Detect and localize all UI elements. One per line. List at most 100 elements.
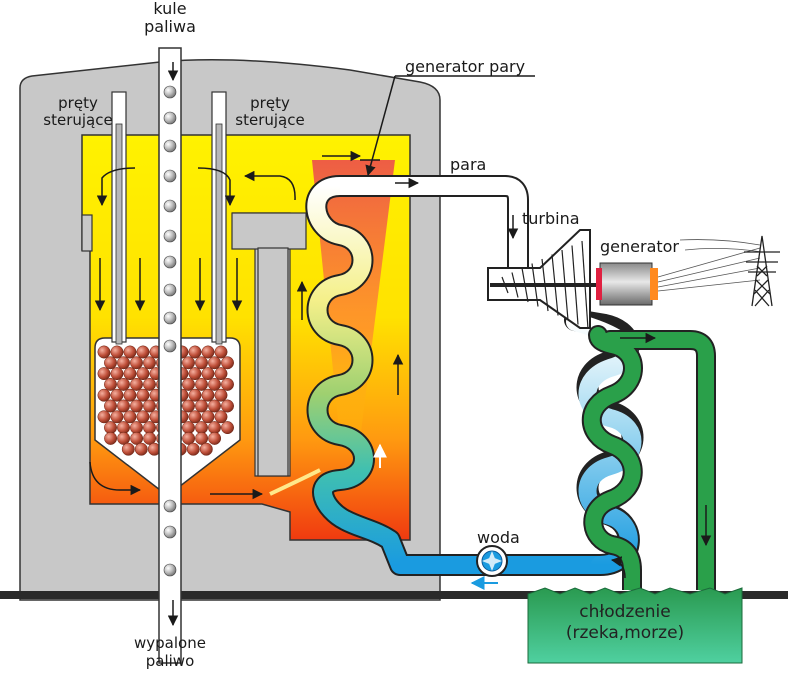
fuel-pebble (110, 345, 124, 359)
label-fuel-out-line1: wypalone (134, 634, 206, 652)
fuel-pebble (97, 388, 111, 402)
fuel-ball (163, 111, 177, 125)
fuel-pebble (208, 377, 221, 391)
fuel-pebble (110, 410, 124, 424)
fuel-pebble (136, 345, 150, 359)
fuel-pebble (143, 377, 156, 391)
fuel-pebble (130, 399, 143, 413)
fuel-pebble (117, 356, 130, 370)
fuel-pebble (121, 442, 135, 456)
fuel-pebble (201, 345, 215, 359)
fuel-pebble (123, 345, 137, 359)
fuel-pebble (134, 442, 148, 456)
fuel-pebble (117, 431, 131, 445)
fuel-pebble (123, 388, 137, 402)
label-fuel-out-line2: paliwo (146, 652, 195, 670)
fuel-pebble (208, 431, 222, 445)
fuel-pebble (201, 410, 215, 424)
fuel-pebble (201, 388, 215, 402)
fuel-pebble (117, 421, 130, 435)
fuel-ball (163, 199, 177, 213)
fuel-pebble (97, 367, 111, 381)
fuel-pebble (117, 377, 130, 391)
fuel-pebble (143, 356, 156, 370)
fuel-pipe (158, 47, 182, 664)
fuel-pebble (110, 367, 124, 381)
condenser-coil (566, 313, 642, 574)
label-rods-right-line1: pręty (250, 94, 290, 112)
fuel-pebble (130, 421, 143, 435)
power-pylon-icon (744, 235, 780, 307)
fuel-pebble (104, 356, 117, 370)
fuel-pebble (188, 388, 202, 402)
label-steam: para (450, 155, 486, 174)
fuel-pebble (104, 399, 117, 413)
fuel-pebble (195, 421, 208, 435)
label-steam-generator: generator pary (405, 57, 525, 76)
fuel-pebble (104, 421, 117, 435)
fuel-ball (163, 339, 177, 353)
fuel-pebble (97, 345, 111, 359)
fuel-pebble (182, 421, 195, 435)
fuel-pebble (188, 345, 202, 359)
generator-body (599, 262, 653, 306)
cooling-loop-fill (583, 327, 714, 590)
fuel-pebble (130, 377, 143, 391)
fuel-pebble (208, 421, 221, 435)
fuel-ball (163, 563, 177, 577)
fuel-pebble (104, 377, 117, 391)
label-turbine: turbina (522, 209, 580, 228)
fuel-ball (163, 283, 177, 297)
fuel-pebble (221, 356, 234, 370)
fuel-pebble (110, 388, 124, 402)
fuel-pebble (188, 410, 202, 424)
label-cooling-line1: chłodzenie (579, 602, 670, 622)
fuel-pebble (214, 367, 228, 381)
fuel-balls (163, 85, 177, 577)
fuel-pebble (201, 367, 215, 381)
fuel-pebble (123, 410, 137, 424)
fuel-pebble (214, 410, 228, 424)
control-rod-right (215, 123, 223, 345)
fuel-pebble (221, 421, 234, 435)
steam-coil-fill (307, 177, 409, 574)
fuel-ball (163, 85, 177, 99)
fuel-ball (163, 139, 177, 153)
fuel-pebble (143, 421, 156, 435)
fuel-pebble (143, 431, 157, 445)
fuel-pebble (136, 367, 150, 381)
cooling-pool (527, 587, 743, 664)
flow-arrows (89, 62, 712, 627)
label-rods-left-line1: pręty (58, 94, 98, 112)
fuel-pebble (182, 377, 195, 391)
fuel-ball (163, 229, 177, 243)
fuel-pebble (182, 431, 196, 445)
fuel-pebble (208, 399, 221, 413)
grey-baffle-bottom (257, 247, 289, 477)
fuel-pebble (186, 442, 200, 456)
fuel-ball (163, 525, 177, 539)
power-lines (657, 239, 763, 292)
fuel-pebble (214, 388, 228, 402)
fuel-pebble (182, 399, 195, 413)
fuel-pebble (123, 367, 137, 381)
pump-icon (476, 545, 508, 577)
label-fuel-in-line1: kule (153, 0, 186, 18)
fuel-ball (163, 499, 177, 513)
grey-notch-left (81, 214, 93, 252)
fuel-pebble (136, 388, 150, 402)
fuel-pebble (199, 442, 213, 456)
fuel-pebble (221, 377, 234, 391)
fuel-pebble (97, 410, 111, 424)
label-generator: generator (600, 237, 679, 256)
label-fuel-in-line2: paliwa (144, 17, 196, 36)
fuel-pebble (130, 356, 143, 370)
fuel-pebble (195, 431, 209, 445)
label-rods-right-line2: sterujące (235, 111, 304, 129)
fuel-pebble (221, 399, 234, 413)
fuel-ball (163, 311, 177, 325)
fuel-ball (163, 255, 177, 269)
fuel-pebble (195, 377, 208, 391)
